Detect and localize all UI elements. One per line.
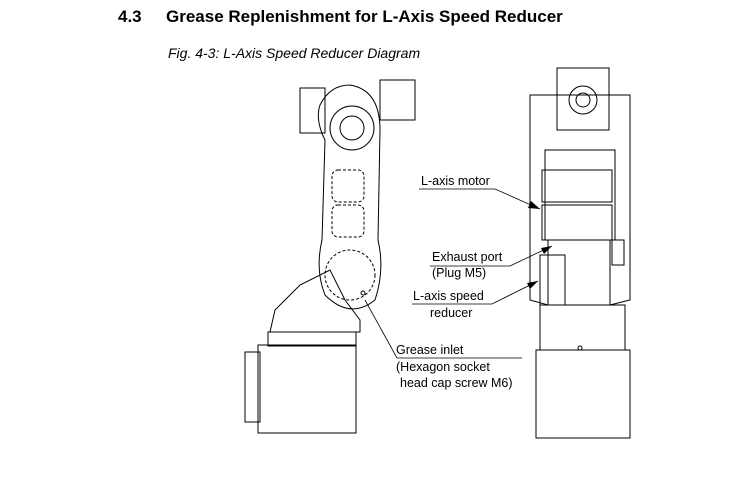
s-axis-housing-side	[269, 269, 361, 333]
wrist-front	[556, 67, 610, 131]
label-cap-screw: head cap screw M6)	[400, 376, 513, 390]
arrowheads	[527, 201, 552, 289]
base-front	[535, 349, 631, 439]
label-exhaust-plug: (Plug M5)	[432, 266, 487, 280]
label-grease-inlet: Grease inlet	[396, 343, 464, 357]
l-axis-motor	[541, 169, 613, 203]
section-title: Grease Replenishment for L-Axis Speed Re…	[166, 7, 563, 26]
robot-front-view	[529, 67, 631, 439]
section-number: 4.3	[118, 7, 142, 26]
robot-side-view	[244, 79, 416, 434]
label-l-axis-speed: L-axis speed	[413, 289, 484, 303]
leader-lines	[364, 188, 553, 359]
label-hexagon-socket: (Hexagon socket	[396, 360, 490, 374]
label-reducer: reducer	[430, 306, 473, 320]
label-exhaust-port: Exhaust port	[432, 250, 503, 264]
l-axis-reducer	[539, 254, 566, 306]
base-side	[257, 344, 357, 434]
lower-arm-side	[317, 84, 382, 310]
label-l-axis-motor: L-axis motor	[421, 174, 490, 188]
figure-caption: Fig. 4-3: L-Axis Speed Reducer Diagram	[168, 45, 421, 61]
